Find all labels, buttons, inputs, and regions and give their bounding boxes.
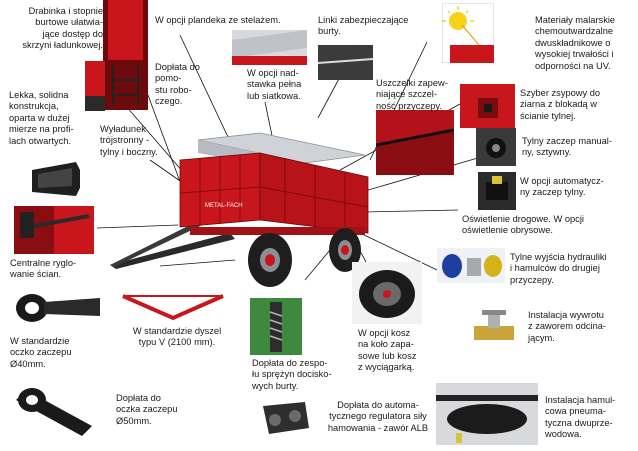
- trailer-main-image: METAL-FACH: [110, 132, 369, 287]
- alb-valve-photo: [255, 392, 315, 442]
- label-tipvalve: Instalacja wywrotu z zaworem odcina- jąc…: [528, 310, 607, 343]
- eye40-photo: [12, 288, 102, 328]
- seal-photo: [376, 110, 454, 175]
- label-eye50: Dopłata do oczka zaczepu Ø50mm.: [116, 393, 178, 426]
- spare-basket-photo: [352, 262, 422, 324]
- brand-label: METAL-FACH: [205, 203, 243, 209]
- label-pneumatic: Instalacja hamul- cowa pneuma- tyczna dw…: [545, 395, 616, 440]
- drawbar-photo: [118, 288, 228, 324]
- label-springs: Dopłata do zespo- łu sprężyn docisko- wy…: [252, 358, 332, 391]
- label-extension: W opcji nad- stawka pełna lub siatkowa.: [247, 68, 302, 101]
- label-workplatform: Dopłata do pomo- stu robo- czego.: [155, 62, 200, 107]
- label-frame: Lekka, solidna konstrukcja, oparta w duż…: [9, 90, 74, 146]
- label-hydraulics: Tylne wyjścia hydrauliki i hamulców do d…: [510, 252, 607, 285]
- valve-photo: [466, 308, 522, 350]
- label-unloading: Wyładunek trójstronny - tylny i boczny.: [100, 124, 158, 157]
- pneumatic-tank-photo: [436, 383, 538, 445]
- springs-photo: [250, 298, 302, 355]
- rope-photo: [318, 45, 373, 80]
- label-ropes: Linki zabezpieczające burty.: [318, 15, 409, 37]
- grain-gate-photo: [460, 84, 515, 128]
- central-lock-photo: [14, 206, 94, 254]
- label-paint: Materiały malarskie chemoutwardzalne dwu…: [535, 15, 616, 71]
- auto-hitch-photo: [478, 172, 516, 210]
- work-platform-photo: [85, 61, 105, 111]
- tarp-photo: [232, 30, 307, 65]
- sun-test-photo: [442, 3, 494, 63]
- label-basket: W opcji kosz na koło zapa- sowe lub kosz…: [358, 328, 417, 373]
- label-seals: Uszczelki zapew- niające szczel- ność pr…: [376, 78, 448, 111]
- label-manualhitch: Tylny zaczep manual- ny, sztywny.: [522, 136, 612, 158]
- label-lighting: Oświetlenie drogowe. W opcji oświetlenie…: [462, 214, 584, 236]
- label-brakeregulator: Dopłata do automa- tycznego regulatora s…: [327, 400, 429, 433]
- label-drawbar: W standardzie dyszel typu V (2100 mm).: [132, 326, 222, 348]
- eye50-photo: [12, 370, 107, 445]
- label-autohitch: W opcji automatycz- ny zaczep tylny.: [520, 176, 604, 198]
- label-centrallock: Centralne ryglo- wanie ścian.: [10, 258, 77, 280]
- label-eye40: W standardzie oczko zaczepu Ø40mm.: [10, 336, 72, 369]
- label-gate: Szyber zsypowy do ziarna z blokadą w ści…: [520, 88, 601, 121]
- manual-hitch-photo: [476, 128, 516, 166]
- label-tarp: W opcji plandeka ze stelażem.: [155, 15, 281, 25]
- hydraulic-couplings-photo: [437, 248, 505, 283]
- ladder-photo: [103, 0, 148, 110]
- frame-profile-photo: [30, 160, 82, 198]
- label-ladders: Drabinka i stopnie burtowe ułatwia- jące…: [22, 6, 103, 51]
